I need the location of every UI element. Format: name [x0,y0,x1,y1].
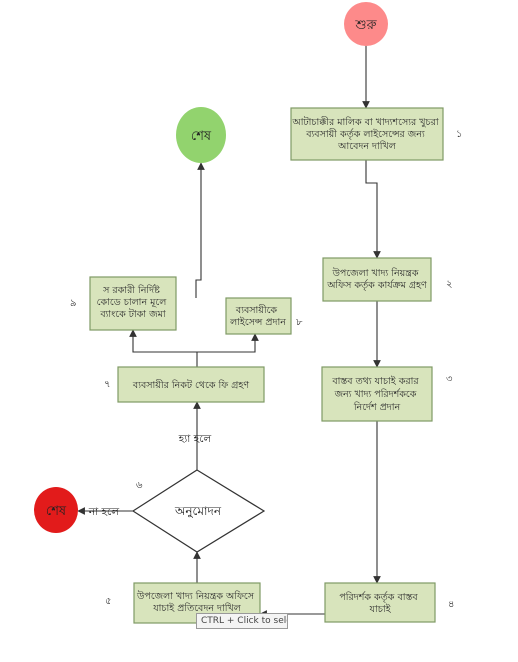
step3-text: বাস্তব তথ্য যাচাই করার জন্য খাদ্য পরিদর্… [331,375,421,413]
step1-text: আটাচাক্কীর মালিক বা খাদ্যশস্যের খুচরা ব্… [291,115,441,152]
end-top-label: শেষ [191,129,212,144]
step9-box [89,276,177,331]
yes-label: হ্যা হলে [178,433,213,445]
step7-text: ব্যবসায়ীর নিকট থেকে ফি গ্রহণ [132,378,250,391]
step-number-7: ৭ [104,379,111,390]
end-left-terminal [34,487,78,533]
end-top-terminal [176,107,226,163]
step-number-5: ৫ [105,596,112,607]
step-number-8: ৮ [296,317,303,328]
start-terminal [344,2,388,46]
edge-step7-to-step9 [129,329,197,353]
step8-box [225,297,292,335]
step-number-3: ৩ [446,374,453,385]
step-number-1: ১ [456,129,463,140]
step9-text: স রকারী নির্দিষ্ট কোডে চালান মূলে ব্যাংক… [97,283,170,320]
step-number-2: ২ [446,279,453,290]
end-left-label: শেষ [46,504,67,519]
step-number-4: ৪ [448,599,455,610]
edge-step7-to-step8 [197,333,259,353]
decision-label: অনুমোদন [174,504,222,519]
step2-box [322,257,432,302]
edge-step8-to-end-top [195,162,205,298]
step-number-9: ৯ [70,298,77,309]
step5-text: উপজেলা খাদ্য নিয়ন্ত্রক অফিসে যাচাই প্রত… [136,589,257,614]
step7-box [117,366,265,403]
no-label: না হলে [88,506,120,518]
ctrl-click-tooltip: CTRL + Click to select [196,613,288,629]
start-label: শুরু [354,18,377,33]
step8-text: ব্যবসায়ীকে লাইসেন্স প্রদান [229,303,287,328]
step4-text: পরিদর্শক কর্তৃক বাস্তব যাচাই [339,591,420,615]
edge-step1-to-step2 [365,160,381,259]
step-number-6: ৬ [136,480,143,491]
step4-box [324,582,436,623]
step2-text: উপজেলা খাদ্য নিয়ন্ত্রক অফিস কর্তৃক কার্… [326,266,428,291]
step3-box [321,366,433,422]
decision-diamond [131,469,266,553]
step1-box [290,107,444,161]
